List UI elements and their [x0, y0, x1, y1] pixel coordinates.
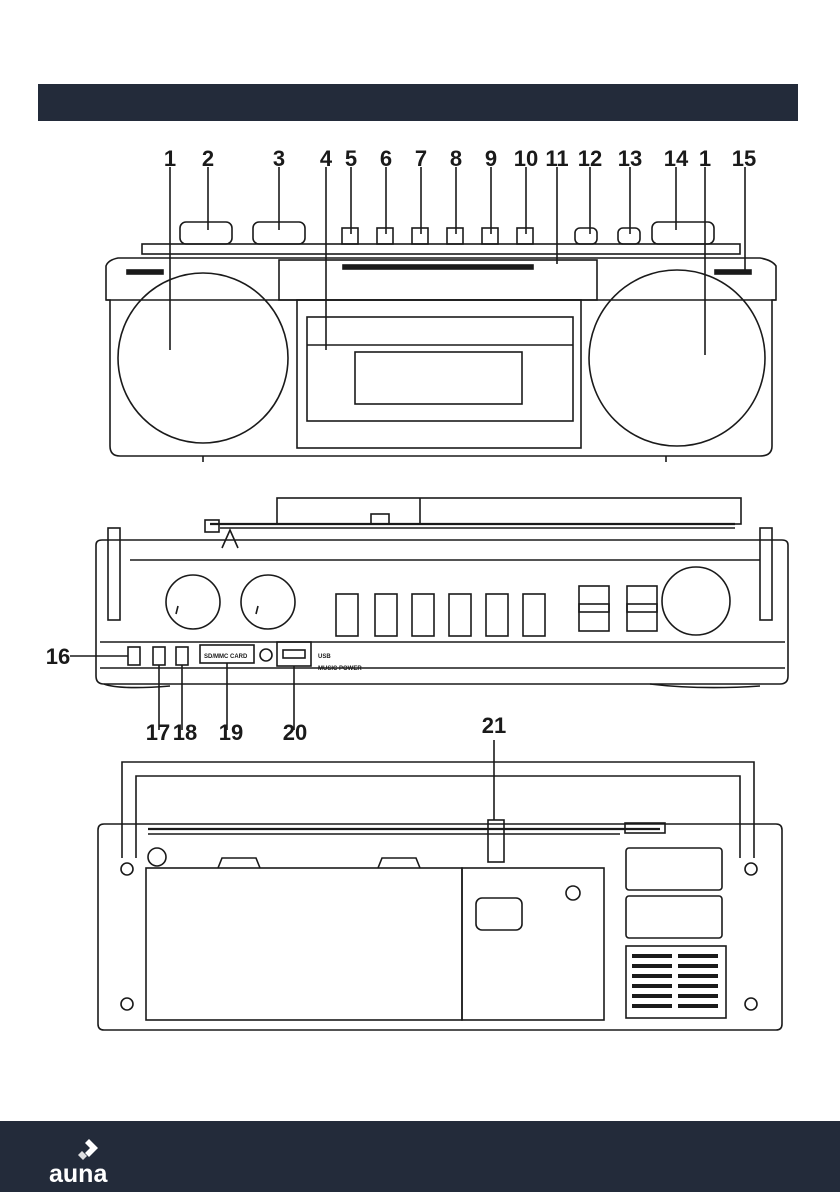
auna-logo-text: auna — [49, 1160, 107, 1189]
callout-14: 14 — [664, 146, 689, 171]
footer-band — [0, 1121, 840, 1192]
callout-8: 8 — [450, 146, 462, 171]
callout-3: 3 — [273, 146, 285, 171]
top-view — [70, 498, 788, 730]
device-diagram: 1 2 3 4 5 6 7 8 9 10 11 12 13 14 1 15 16… — [0, 0, 840, 1120]
button-8 — [447, 228, 463, 244]
button-7 — [412, 228, 428, 244]
speaker-right — [589, 270, 765, 446]
callout-16: 16 — [46, 644, 70, 669]
callout-13: 13 — [618, 146, 642, 171]
callout-9: 9 — [485, 146, 497, 171]
callout-12: 12 — [578, 146, 602, 171]
card-slot-label: SD/MMC CARD — [204, 654, 248, 660]
button-10 — [517, 228, 533, 244]
speaker-left — [118, 273, 288, 443]
usb-label: USB — [318, 654, 331, 660]
callout-11: 11 — [545, 146, 568, 171]
callout-7: 7 — [415, 146, 427, 171]
callout-10: 10 — [514, 146, 538, 171]
front-view — [106, 167, 776, 462]
callout-1-right: 1 — [699, 146, 711, 171]
callout-18: 18 — [173, 720, 197, 745]
callout-19: 19 — [219, 720, 243, 745]
callout-21: 21 — [482, 713, 506, 738]
callout-15: 15 — [732, 146, 756, 171]
callout-17: 17 — [146, 720, 170, 745]
button-9 — [482, 228, 498, 244]
button-6 — [377, 228, 393, 244]
button-13 — [618, 228, 640, 244]
callout-4: 4 — [320, 146, 333, 171]
button-12 — [575, 228, 597, 244]
callout-2: 2 — [202, 146, 214, 171]
speaker-grille — [632, 954, 718, 1008]
button-5 — [342, 228, 358, 244]
callout-1-left: 1 — [164, 146, 176, 171]
knob-2 — [180, 222, 232, 244]
callout-6: 6 — [380, 146, 392, 171]
callout-5: 5 — [345, 146, 357, 171]
music-power-label: MUSIC POWER — [318, 666, 362, 672]
callout-20: 20 — [283, 720, 307, 745]
